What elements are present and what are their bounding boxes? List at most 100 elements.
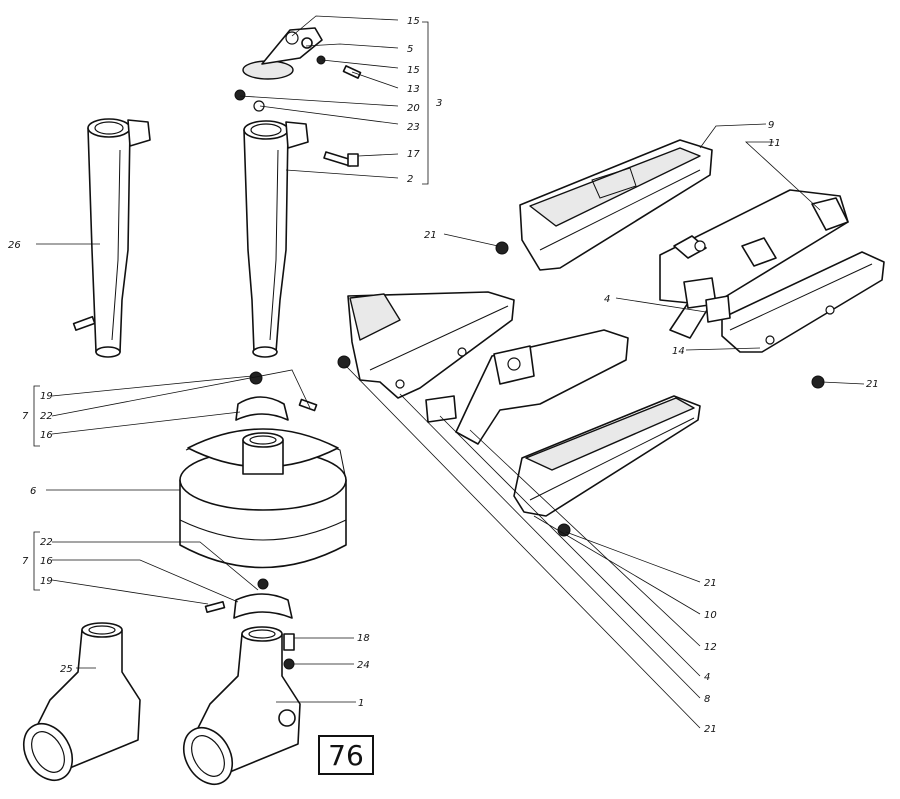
bolt-19-lower <box>204 600 226 614</box>
washer-23 <box>253 100 265 112</box>
nut-21-c <box>557 523 571 537</box>
heat-shield-8-hole-1 <box>457 347 467 357</box>
heat-shield-9-ridge <box>539 169 701 251</box>
callout-25: 25 <box>60 664 73 675</box>
pipe-2-top-inner <box>250 123 282 137</box>
heat-shield-8 <box>347 291 515 399</box>
elbow-1-boss <box>278 709 296 727</box>
callout-1: 1 <box>358 698 364 709</box>
callout-7-upper: 7 <box>22 411 29 422</box>
manifold-11-port <box>694 240 706 252</box>
elbow-25-outlet-hole <box>31 731 65 773</box>
callout-18: 18 <box>357 633 370 644</box>
callout-21-right: 21 <box>866 379 879 390</box>
group-3-bracket <box>422 21 429 185</box>
callout-3: 3 <box>436 98 442 109</box>
callout-21-mid: 21 <box>704 578 717 589</box>
group-7-lower-bracket <box>33 531 40 591</box>
clamp-assembly-lower <box>204 578 293 619</box>
callout-2: 2 <box>407 174 413 185</box>
callout-22-lower: 22 <box>40 537 53 548</box>
hinge-boss <box>301 37 313 49</box>
elbow-25 <box>22 622 141 782</box>
heat-shield-8-hole-2 <box>395 379 405 389</box>
exhaust-manifold-12 <box>455 329 629 445</box>
group-7-upper-bracket <box>33 385 40 447</box>
callout-21-bottom: 21 <box>704 724 717 735</box>
bolt-18 <box>283 633 295 651</box>
callout-14: 14 <box>672 346 685 357</box>
pipe-26-body <box>87 127 131 353</box>
elbow-1-outlet-hole <box>191 735 225 777</box>
callout-17: 17 <box>407 149 420 160</box>
figure-number: 76 <box>318 735 374 775</box>
callout-15-top: 15 <box>407 16 420 27</box>
nut-21-a <box>495 241 509 255</box>
elbow-1 <box>182 626 301 786</box>
leader-lines <box>36 15 865 729</box>
callout-19-lower: 19 <box>40 576 53 587</box>
callout-19-upper: 19 <box>40 391 53 402</box>
clamp-assembly-upper <box>235 371 318 421</box>
callout-11: 11 <box>768 138 781 149</box>
heat-shield-14-hole-1 <box>765 335 775 345</box>
callout-15: 15 <box>407 65 420 76</box>
exhaust-pipe-2 <box>243 120 309 358</box>
callout-10: 10 <box>704 610 717 621</box>
callout-labels: 15 5 15 13 20 23 17 2 3 26 9 11 21 4 14 … <box>8 16 879 735</box>
heat-shield-10-top <box>525 397 695 471</box>
heat-shield-14-hole-2 <box>825 305 835 315</box>
pipe-26-top-inner <box>94 121 124 135</box>
rain-cap-hinge-bracket <box>261 27 323 65</box>
exhaust-pipe-26 <box>72 118 151 358</box>
heat-shield-8-edge <box>369 305 509 371</box>
manifold-11-flange-3 <box>811 197 849 231</box>
callout-4-lower: 4 <box>704 672 710 683</box>
callout-8: 8 <box>704 694 710 705</box>
callout-12: 12 <box>704 642 717 653</box>
bolt-22-upper <box>298 398 318 412</box>
nut-20 <box>234 89 246 101</box>
elbow-25-top-hole <box>88 625 116 635</box>
pipe-2-clamp-lug <box>285 121 309 149</box>
silencer-6 <box>179 428 347 569</box>
manifold-11-flange-2 <box>741 237 777 267</box>
callout-6: 6 <box>30 486 36 497</box>
pipe-2-body <box>243 129 289 353</box>
heat-shield-10 <box>513 395 701 517</box>
nut-21-d <box>337 355 351 369</box>
callout-23: 23 <box>407 122 420 133</box>
pipe-2-seam <box>269 149 279 341</box>
nut-lower <box>257 578 269 590</box>
heat-shield-8-hood <box>349 293 401 341</box>
pipe-26-clamp-lug <box>127 119 151 147</box>
callout-20: 20 <box>407 103 420 114</box>
fasteners-18-24 <box>283 633 295 670</box>
silencer-inlet-hole <box>249 435 277 445</box>
gasket-4-upper <box>705 295 731 323</box>
pipe-26-stud <box>72 315 96 331</box>
heat-shield-9 <box>519 139 713 271</box>
exhaust-manifold-11 <box>659 189 849 339</box>
callout-4-upper: 4 <box>604 294 610 305</box>
hinge-nut <box>285 31 299 45</box>
elbow-1-top-hole <box>248 629 276 639</box>
heat-shield-14-edge <box>729 263 873 331</box>
washer-24 <box>283 658 295 670</box>
heat-shield-14 <box>721 251 885 353</box>
callout-26: 26 <box>8 240 21 251</box>
callout-21-top: 21 <box>424 230 437 241</box>
callout-22-upper: 22 <box>40 411 53 422</box>
callout-13: 13 <box>407 84 420 95</box>
heat-shield-9-top <box>529 147 701 227</box>
manifold-12-port <box>507 357 521 371</box>
heat-shield-10-edge <box>529 417 695 501</box>
pipe-2-bottom <box>252 346 278 358</box>
gasket-4-lower <box>425 395 457 423</box>
pipe-26-bottom <box>95 346 121 358</box>
clamp-16-lower <box>233 593 293 619</box>
pipe-26-seam <box>111 149 121 341</box>
heat-shield-9-panel <box>591 167 637 199</box>
